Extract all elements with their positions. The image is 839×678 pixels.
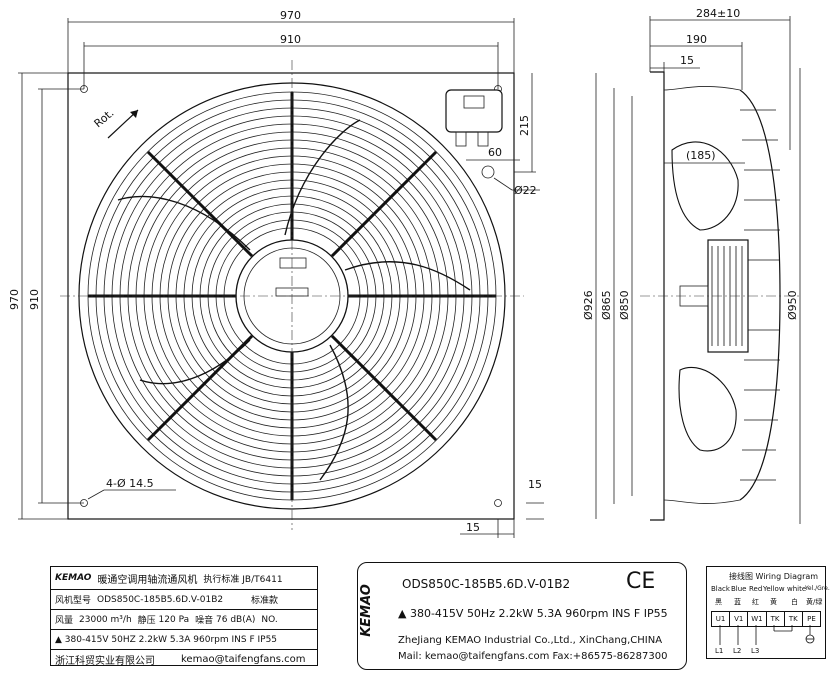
color-cn: 蓝 bbox=[734, 598, 741, 606]
rotation-label: Rot. bbox=[92, 106, 117, 130]
mount-hole bbox=[494, 499, 502, 507]
air-unit: m³/h bbox=[110, 614, 132, 625]
model-label: 风机型号 bbox=[55, 596, 92, 606]
technical-drawing: Rot. 970 910 970 910 215 60 Ø22 bbox=[8, 7, 801, 538]
nameplate-cn: KEMAO 暖通空调用轴流通风机 执行标准 JB/T6411 风机型号 ODS8… bbox=[50, 566, 318, 667]
pressure-label: 静压 bbox=[137, 616, 156, 626]
color-en: Red bbox=[749, 585, 763, 593]
line-label: L2 bbox=[733, 647, 742, 655]
dim-dia-950: Ø950 bbox=[786, 290, 799, 320]
product-title: 暖通空调用轴流通风机 bbox=[97, 574, 198, 586]
terminal: U1 bbox=[712, 612, 731, 626]
model-value: ODS850C-185B5.6D.V-01B2 bbox=[97, 594, 224, 605]
line-label: L1 bbox=[715, 647, 724, 655]
dim-hole-dia: Ø22 bbox=[514, 184, 537, 197]
terminal: PE bbox=[807, 615, 816, 623]
dim-box-offset: 215 bbox=[518, 115, 531, 136]
cert-label: 标准款 bbox=[251, 596, 279, 606]
air-label: 风量 bbox=[55, 616, 74, 626]
dim-flange: 15 bbox=[680, 54, 694, 67]
terminal: V1 bbox=[730, 612, 749, 626]
noise-label: 噪音 bbox=[195, 616, 214, 626]
blade-side-upper bbox=[671, 141, 739, 231]
front-view: Rot. 970 910 970 910 215 60 Ø22 bbox=[8, 9, 544, 538]
color-en: Black bbox=[711, 585, 730, 593]
ce-mark: CE bbox=[626, 569, 656, 594]
company-cn: 浙江科贸实业有限公司 bbox=[55, 656, 155, 667]
junction-box bbox=[445, 89, 503, 147]
color-cn: 黄 bbox=[770, 598, 777, 606]
dim-motor: (185) bbox=[686, 149, 716, 162]
dim-width-holes: 910 bbox=[280, 33, 301, 46]
terminal-block: U1 V1 W1 TK TK PE bbox=[711, 611, 821, 627]
brand-logo: KEMAO bbox=[55, 573, 92, 583]
dim-height-outer: 970 bbox=[8, 289, 21, 310]
dim-cable-offset: 60 bbox=[488, 146, 502, 159]
side-view: 284±10 190 15 (185) Ø926 Ø865 Ø850 Ø950 bbox=[582, 7, 801, 524]
color-en: white bbox=[787, 585, 807, 593]
dim-dia-926: Ø926 bbox=[582, 290, 595, 320]
website: kemao@taifengfans.com bbox=[181, 654, 306, 665]
dim-height-holes: 910 bbox=[28, 289, 41, 310]
hub-label bbox=[279, 257, 307, 269]
fan-blades bbox=[117, 119, 471, 481]
line-label: L3 bbox=[751, 647, 760, 655]
color-en: Blue bbox=[731, 585, 747, 593]
noise-value: 76 dB(A) bbox=[216, 614, 256, 625]
company-en: ZheJiang KEMAO Industrial Co.,Ltd., XinC… bbox=[398, 635, 663, 646]
contact-en: Mail: kemao@taifengfans.com Fax:+86575-8… bbox=[398, 651, 668, 662]
dim-width-outer: 970 bbox=[280, 9, 301, 22]
dim-mount-holes: 4-Ø 14.5 bbox=[106, 477, 154, 490]
color-cn: 白 bbox=[791, 598, 798, 606]
specs-text: ▲ 380-415V 50HZ 2.2kW 5.3A 960rpm INS F … bbox=[55, 634, 278, 645]
dim-depth-190: 190 bbox=[686, 33, 707, 46]
color-cn: 黑 bbox=[715, 598, 722, 606]
terminal: W1 bbox=[748, 612, 767, 626]
color-en: Yel./Gre. bbox=[805, 585, 830, 592]
specs-text-en: ▲ 380-415V 50Hz 2.2kW 5.3A 960rpm INS F … bbox=[398, 607, 668, 620]
brand-logo-vertical: KEMAO bbox=[358, 584, 374, 637]
wiring-title: 接线图 Wiring Diagram bbox=[729, 572, 819, 581]
color-en: Yellow bbox=[763, 585, 785, 593]
dim-dia-850: Ø850 bbox=[618, 290, 631, 320]
dim-corner-h: 15 bbox=[466, 521, 480, 534]
pressure-value: 120 Pa bbox=[158, 614, 190, 625]
terminal: TK bbox=[785, 612, 803, 626]
dim-corner-v: 15 bbox=[528, 478, 542, 491]
no-label: NO. bbox=[261, 614, 278, 625]
dim-dia-865: Ø865 bbox=[600, 290, 613, 320]
dim-depth-total: 284±10 bbox=[696, 7, 740, 20]
air-value: 23000 bbox=[79, 614, 108, 625]
cable-hole bbox=[481, 165, 495, 179]
color-cn: 红 bbox=[752, 598, 759, 606]
wiring-diagram: 接线图 Wiring Diagram Black Blue Red Yellow… bbox=[706, 566, 830, 659]
terminal: TK bbox=[767, 612, 785, 626]
model-text: ODS850C-185B5.6D.V-01B2 bbox=[402, 577, 571, 591]
color-cn: 黄/绿 bbox=[806, 598, 823, 606]
blade-side-lower bbox=[678, 366, 737, 452]
standard-text: 执行标准 JB/T6411 bbox=[203, 574, 283, 585]
wiring-lines bbox=[719, 625, 815, 645]
nameplate-en: KEMAO ODS850C-185B5.6D.V-01B2 CE ▲ 380-4… bbox=[357, 562, 687, 670]
